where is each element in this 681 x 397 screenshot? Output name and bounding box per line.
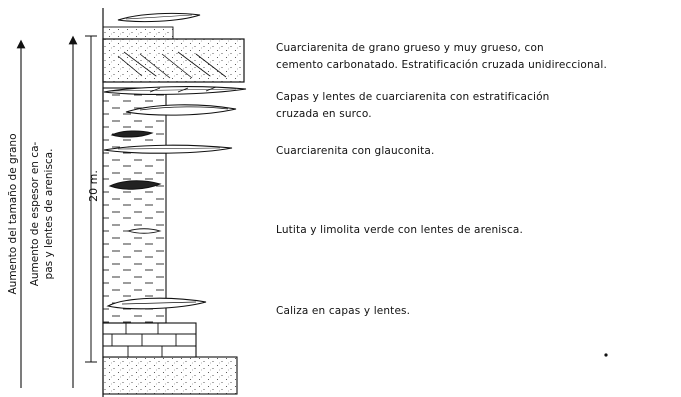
description-line: cruzada en surco. [276,108,372,120]
trough-cross-bedded-lens [103,86,247,95]
trough-cross-bedded-lens [110,130,154,138]
description-glauconitic: Cuarciarenita con glauconita. [276,143,435,160]
description-line: Caliza en capas y lentes. [276,305,411,317]
sandstone-lens [126,228,162,234]
description-coarse-quartzarenite: Cuarciarenita de grano grueso y muy grue… [276,40,607,74]
shale-siltstone-interval [102,87,167,324]
ink-dot [604,353,608,357]
description-cross-bedded-lenses: Capas y lentes de cuarciarenita con estr… [276,89,549,123]
label-thickness-line1: Aumento de espesor en ca- [29,142,41,287]
top-sand-unit [102,26,174,40]
coarse-quartzarenite-bed [102,38,245,83]
description-limestone: Caliza en capas y lentes. [276,303,410,320]
label-thickness-line2: pas y lentes de arenisca. [43,149,55,280]
description-shale-siltstone: Lutita y limolita verde con lentes de ar… [276,222,523,239]
top-sandstone-lens [117,12,201,23]
sandstone-lens [108,180,162,190]
basal-sandstone-bed [102,356,238,395]
description-line: cemento carbonatado. Estratificación cru… [276,59,607,71]
glauconitic-quartzarenite-bed [103,144,233,154]
label-grain-size: Aumento del tamaño de grano [7,133,19,294]
limestone-lens [106,297,207,310]
description-line: Lutita y limolita verde con lentes de ar… [276,224,523,236]
description-line: Cuarciarenita con glauconita. [276,145,435,157]
limestone-beds [102,322,197,358]
description-line: Capas y lentes de cuarciarenita con estr… [276,91,550,103]
description-line: Cuarciarenita de grano grueso y muy grue… [276,42,544,54]
scale-label: 20 m. [87,170,100,202]
scale-bar [85,35,97,363]
